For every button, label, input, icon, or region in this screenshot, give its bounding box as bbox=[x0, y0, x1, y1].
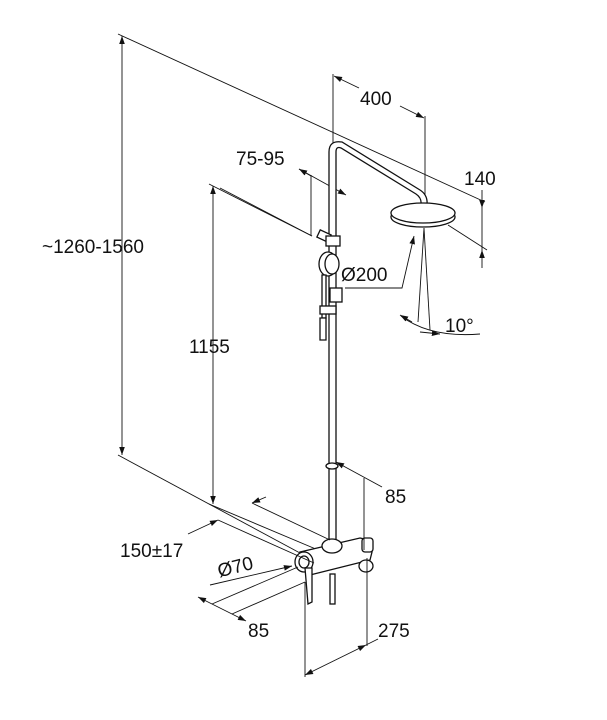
thermostatic-mixer bbox=[294, 537, 374, 606]
rosette-diameter-leader bbox=[209, 565, 293, 586]
head-diameter-label: Ø200 bbox=[341, 265, 387, 286]
rod-offset-label: 85 bbox=[385, 487, 406, 508]
arm-length-dimension bbox=[332, 74, 426, 205]
inlet-centers-label: 150±17 bbox=[120, 541, 183, 562]
inlet-centers-dimension bbox=[187, 496, 331, 564]
head-diameter-leader bbox=[345, 235, 415, 289]
holder-offset-label: 75-95 bbox=[236, 149, 285, 170]
shower-column bbox=[316, 141, 456, 541]
mixer-depth-label: 85 bbox=[248, 621, 269, 642]
mixer-width-dimension bbox=[304, 558, 379, 677]
head-drop-dimension bbox=[447, 190, 488, 268]
holder-offset-dimension bbox=[219, 168, 347, 237]
total-height-dimension bbox=[117, 33, 486, 554]
holder-height-dimension bbox=[208, 183, 331, 556]
mixer-depth-dimension bbox=[197, 566, 306, 622]
rod-offset-dimension bbox=[335, 461, 383, 550]
total-height-label: ~1260-1560 bbox=[42, 237, 144, 258]
arm-length-label: 400 bbox=[360, 89, 392, 110]
head-drop-label: 140 bbox=[464, 169, 496, 190]
mixer-width-label: 275 bbox=[378, 621, 410, 642]
rosette-diameter-label: Ø70 bbox=[216, 553, 256, 582]
tilt-angle-dimension bbox=[399, 227, 481, 337]
tilt-angle-label: 10° bbox=[445, 316, 474, 337]
holder-height-label: 1155 bbox=[189, 337, 230, 358]
